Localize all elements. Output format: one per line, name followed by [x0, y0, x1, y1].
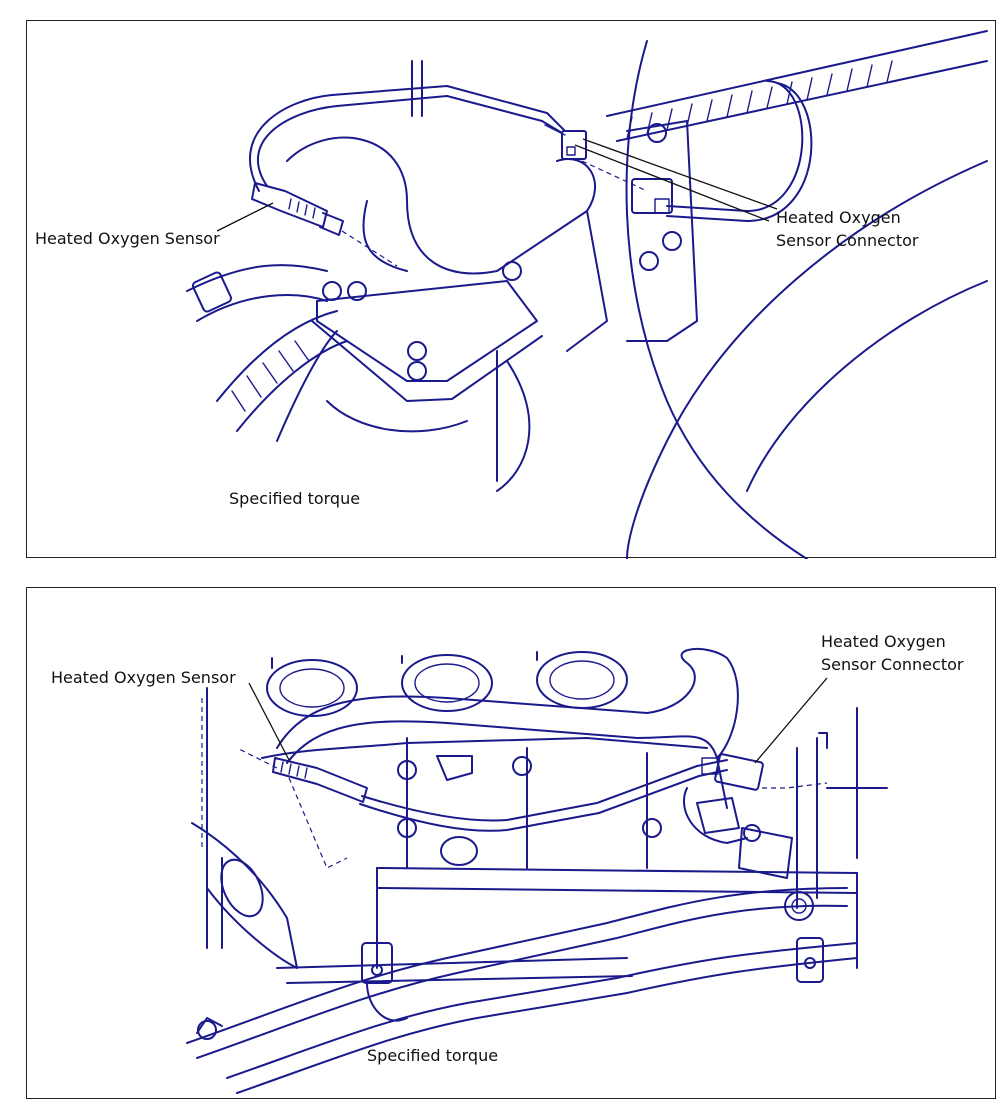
- diagram-panel-bottom: Heated Oxygen Sensor Heated Oxygen Senso…: [26, 587, 996, 1099]
- exhaust-manifold-illustration-bottom: [186, 647, 888, 1094]
- bottom-connector-label-line2: Sensor Connector: [821, 655, 964, 674]
- bottom-connector-label-line1: Heated Oxygen: [821, 632, 946, 651]
- top-connector-label-line2: Sensor Connector: [776, 231, 919, 250]
- top-connector-label-line1: Heated Oxygen: [776, 208, 901, 227]
- exhaust-manifold-illustration-top: [186, 30, 988, 559]
- top-sensor-label: Heated Oxygen Sensor: [35, 229, 220, 248]
- bottom-torque-label: Specified torque: [367, 1046, 499, 1065]
- top-torque-label: Specified torque: [229, 489, 361, 508]
- bottom-sensor-label: Heated Oxygen Sensor: [51, 668, 236, 687]
- diagram-panel-top: Heated Oxygen Sensor Heated Oxygen Senso…: [26, 20, 996, 559]
